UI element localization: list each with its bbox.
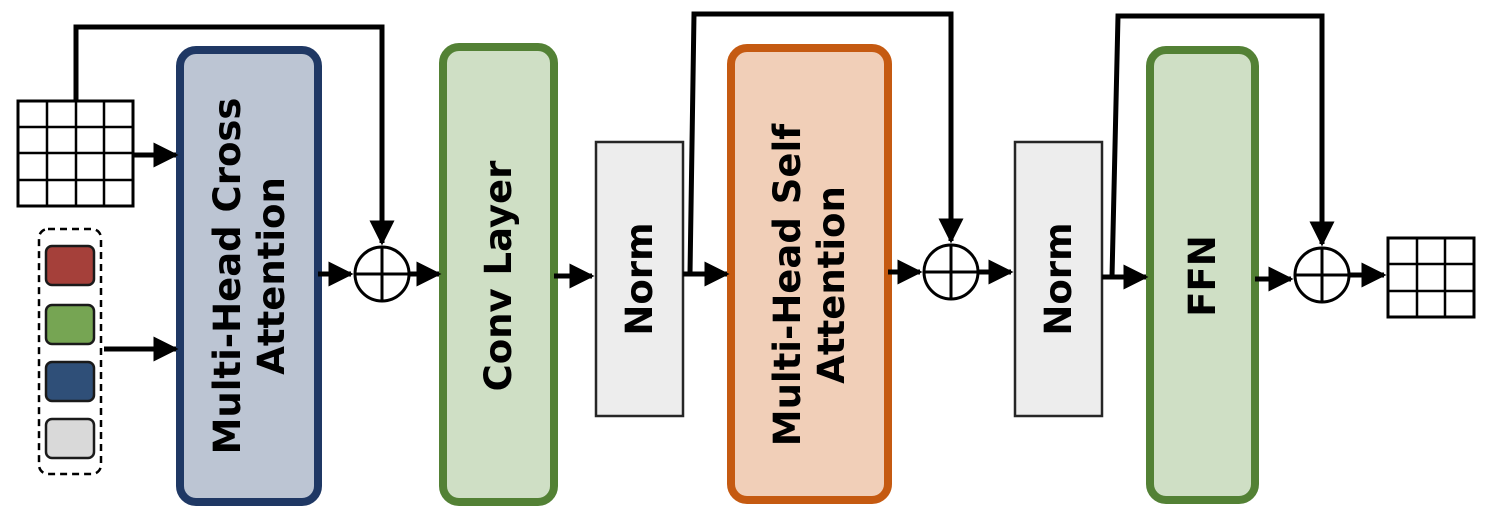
residual-skip-2 (687, 11, 964, 275)
norm-2-label-line-1: Norm (1037, 222, 1080, 335)
connectors (73, 11, 1387, 362)
condition-swatch-3 (44, 360, 96, 403)
self-attention-block: Multi-Head SelfAttention (727, 44, 892, 504)
conv-layer-label-line-1: Conv Layer (477, 160, 520, 392)
self-attention-label-line-2: Attention (810, 186, 853, 384)
norm-1-label-line-1: Norm (618, 222, 661, 335)
input-feature-grid (16, 99, 135, 208)
cross-attention-label-line-1: Multi-Head Cross (206, 98, 249, 455)
self-attention-label: Multi-Head SelfAttention (766, 123, 853, 446)
ffn-block: FFN (1146, 46, 1259, 504)
residual-add-node-1 (353, 245, 411, 303)
conv-layer-label: Conv Layer (477, 160, 520, 392)
cross-attention-label: Multi-Head CrossAttention (206, 98, 293, 455)
output-feature-grid (1386, 236, 1476, 319)
residual-add-node-3 (1293, 246, 1351, 304)
ffn-label: FFN (1181, 235, 1224, 317)
norm-2-block: Norm (1013, 140, 1104, 418)
residual-add-node-2 (922, 243, 980, 301)
residual-skip-1 (73, 24, 395, 246)
condition-swatch-2 (44, 303, 96, 346)
condition-swatch-group (37, 227, 103, 476)
residual-skip-3 (1109, 13, 1335, 278)
conv-layer-block: Conv Layer (439, 43, 558, 506)
cross-attention-label-line-2: Attention (250, 177, 293, 375)
condition-swatch-1 (44, 244, 96, 287)
norm-1-block: Norm (594, 140, 685, 418)
self-attention-label-line-1: Multi-Head Self (766, 123, 809, 446)
norm-1-label: Norm (618, 222, 661, 335)
condition-swatch-4 (44, 417, 96, 460)
ffn-label-line-1: FFN (1181, 235, 1224, 317)
cross-attention-block: Multi-Head CrossAttention (176, 46, 322, 506)
condition-group-border (37, 227, 103, 476)
norm-2-label: Norm (1037, 222, 1080, 335)
